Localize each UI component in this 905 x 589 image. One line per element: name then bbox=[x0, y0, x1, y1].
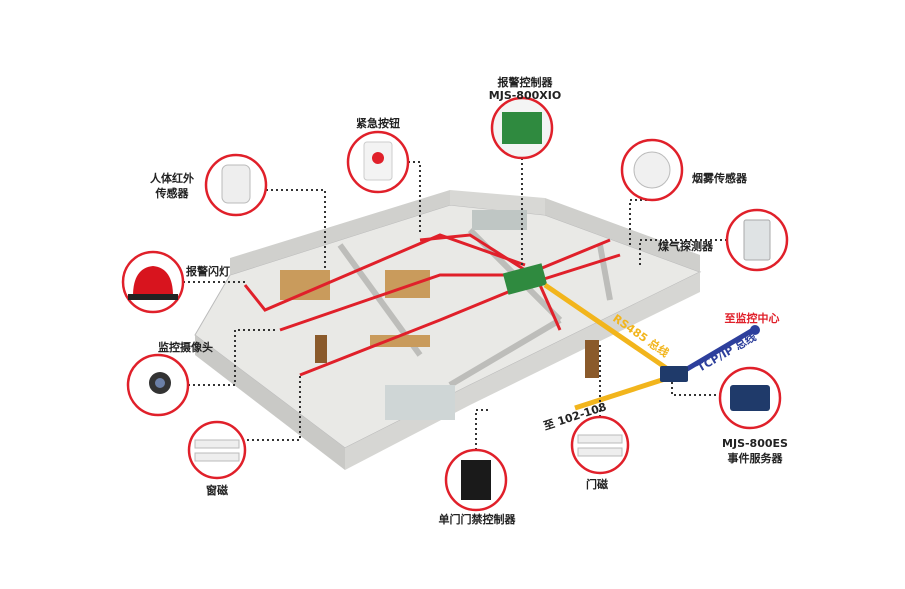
controller-board bbox=[502, 263, 548, 295]
server-name-label: 事件服务器 bbox=[728, 451, 784, 465]
house-floorplan bbox=[194, 190, 702, 470]
window-contact-callout[interactable] bbox=[187, 420, 247, 480]
rs485-bus-line bbox=[543, 282, 674, 375]
smoke-sensor-icon bbox=[633, 151, 671, 189]
rs485-branch-line bbox=[574, 375, 669, 411]
kitchen bbox=[472, 210, 527, 230]
callout-lines bbox=[183, 158, 727, 450]
living-room-sofa bbox=[385, 385, 455, 420]
camera-label: 监控摄像头 bbox=[158, 340, 213, 354]
window-contact-icon bbox=[194, 439, 240, 449]
controller-callout[interactable] bbox=[490, 96, 554, 160]
strobe-light-callout[interactable] bbox=[121, 250, 185, 314]
strobe-light-icon bbox=[133, 266, 173, 296]
access-controller-callout[interactable] bbox=[444, 448, 508, 512]
access-controller-label: 单门门禁控制器 bbox=[439, 512, 517, 526]
smoke-sensor-label: 烟雾传感器 bbox=[692, 171, 748, 185]
converter-device bbox=[660, 366, 688, 382]
controller-title-label: 报警控制器 bbox=[498, 75, 554, 89]
smoke-sensor-callout[interactable] bbox=[620, 138, 684, 202]
door-contact-icon bbox=[577, 434, 623, 444]
window-contact-label: 窗磁 bbox=[206, 483, 228, 497]
alarm-wiring bbox=[243, 233, 621, 377]
panic-button-icon bbox=[372, 152, 384, 164]
access-keypad-icon bbox=[461, 460, 491, 500]
pir-label-line2: 传感器 bbox=[155, 186, 190, 200]
bed-2 bbox=[385, 270, 430, 298]
door-contact-callout[interactable] bbox=[570, 415, 630, 475]
tcpip-bus-line bbox=[680, 327, 755, 375]
monitor-center-label: 至监控中心 bbox=[725, 311, 780, 325]
event-server-callout[interactable] bbox=[718, 366, 782, 430]
panic-button-label: 紧急按钮 bbox=[356, 116, 400, 130]
monitor-center-endpoint bbox=[750, 325, 760, 335]
gas-detector-label: 煤气探测器 bbox=[658, 239, 714, 253]
device-callouts bbox=[121, 96, 789, 512]
circuit-board-icon bbox=[502, 112, 542, 144]
server-model-label: MJS-800ES bbox=[722, 437, 788, 450]
pir-sensor-icon bbox=[221, 164, 251, 204]
pir-label-line1: 人体红外 bbox=[150, 171, 194, 185]
panic-button-callout[interactable] bbox=[346, 130, 410, 194]
pir-sensor-callout[interactable] bbox=[204, 153, 268, 217]
gas-detector-callout[interactable] bbox=[725, 208, 789, 272]
camera-callout[interactable] bbox=[126, 353, 190, 417]
controller-model-label: MJS-800XIO bbox=[489, 89, 561, 102]
door-contact-label: 门磁 bbox=[586, 477, 608, 491]
gas-detector-icon bbox=[743, 219, 771, 261]
strobe-light-label: 报警闪灯 bbox=[186, 264, 230, 278]
server-device-icon bbox=[730, 385, 770, 411]
